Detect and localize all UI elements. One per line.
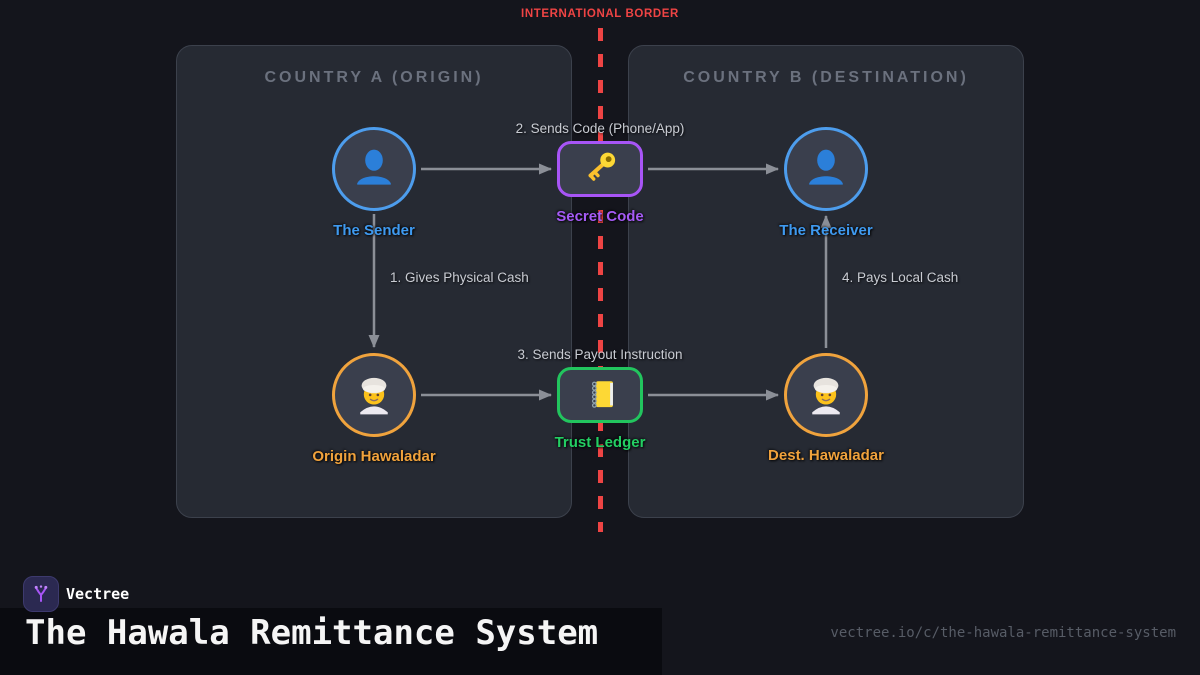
edge-label-gives-cash: 1. Gives Physical Cash — [390, 270, 529, 285]
international-border-line — [598, 28, 603, 532]
node-secret-code[interactable] — [557, 141, 643, 197]
turban-person-icon — [352, 371, 396, 420]
brand-name: Vectree — [66, 585, 130, 603]
page-title: The Hawala Remittance System — [25, 613, 599, 653]
turban-person-icon — [804, 371, 848, 420]
ledger-icon — [582, 375, 618, 416]
country-b-box: COUNTRY B (DESTINATION) — [628, 45, 1024, 518]
node-origin-hawaladar[interactable] — [332, 353, 416, 437]
person-icon — [350, 143, 398, 196]
node-label-sender: The Sender — [333, 222, 415, 239]
title-band — [0, 608, 662, 675]
node-label-origin-hawaladar: Origin Hawaladar — [312, 448, 436, 465]
branch-icon — [34, 585, 48, 602]
page-url[interactable]: vectree.io/c/the-hawala-remittance-syste… — [830, 625, 1176, 641]
node-sender[interactable] — [332, 127, 416, 211]
node-trust-ledger[interactable] — [557, 367, 643, 423]
edge-label-pays-cash: 4. Pays Local Cash — [842, 270, 959, 285]
node-label-dest-hawaladar: Dest. Hawaladar — [768, 447, 884, 464]
node-label-trust-ledger: Trust Ledger — [554, 434, 646, 451]
person-icon — [802, 143, 850, 196]
vectree-logo[interactable] — [23, 576, 59, 612]
node-dest-hawaladar[interactable] — [784, 353, 868, 437]
node-label-secret-code: Secret Code — [556, 208, 644, 225]
edge-label-payout-instruction: 3. Sends Payout Instruction — [517, 347, 683, 362]
key-icon — [582, 149, 618, 190]
node-label-receiver: The Receiver — [779, 222, 873, 239]
edge-label-sends-code: 2. Sends Code (Phone/App) — [515, 121, 685, 136]
node-receiver[interactable] — [784, 127, 868, 211]
international-border-label: INTERNATIONAL BORDER — [521, 8, 679, 20]
country-a-title: COUNTRY A (ORIGIN) — [264, 69, 484, 86]
country-b-title: COUNTRY B (DESTINATION) — [683, 69, 969, 86]
